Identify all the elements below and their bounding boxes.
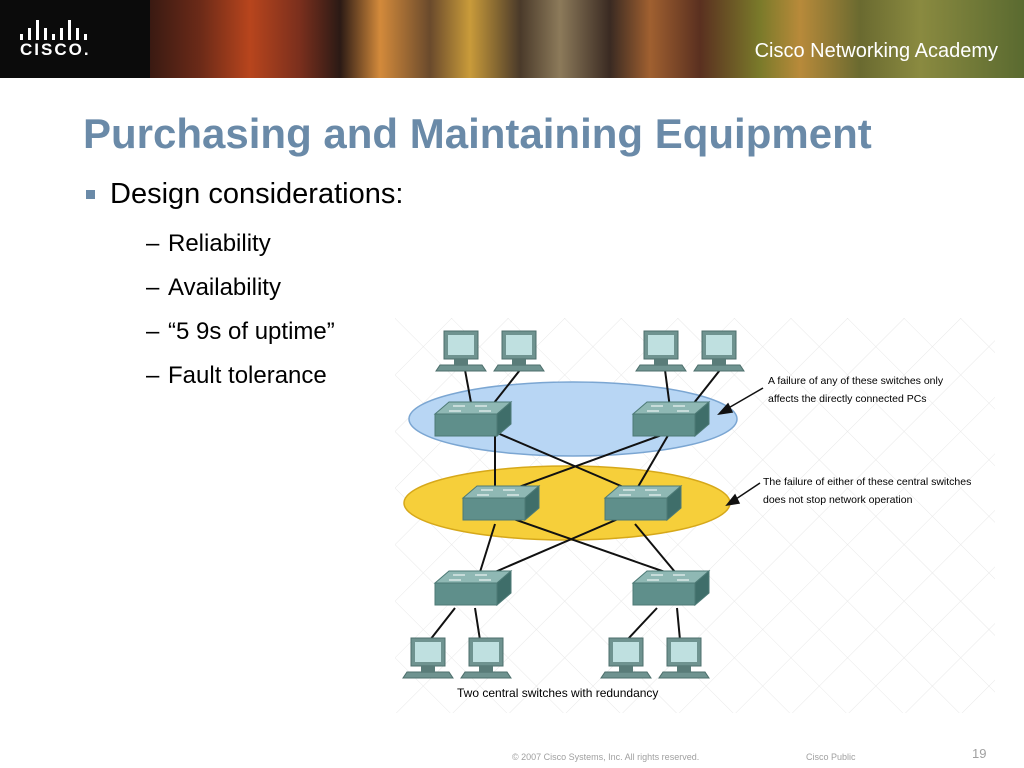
pc-icon <box>693 330 745 372</box>
switch-icon <box>632 401 710 437</box>
switch-icon <box>462 485 540 521</box>
pc-icon <box>635 330 687 372</box>
cisco-logo: CISCO. <box>0 0 130 78</box>
pc-icon <box>435 330 487 372</box>
switch-icon <box>434 401 512 437</box>
pc-icon <box>658 637 710 679</box>
footer-classification: Cisco Public <box>806 752 856 762</box>
switch-icon <box>604 485 682 521</box>
links <box>429 369 721 641</box>
callout-mid-line2: does not stop network operation <box>763 494 913 506</box>
academy-title: Cisco Networking Academy <box>754 40 998 62</box>
cisco-bars-icon <box>20 18 100 40</box>
subbullet-text: Availability <box>168 274 281 301</box>
subbullet-item: –Availability <box>146 274 281 301</box>
slide-title: Purchasing and Maintaining Equipment <box>83 110 872 157</box>
subbullet-item: –Fault tolerance <box>146 362 327 389</box>
subbullet-item: –“5 9s of uptime” <box>146 318 335 345</box>
subbullet-text: Fault tolerance <box>168 362 327 389</box>
callout-arrow-icon <box>717 387 764 507</box>
network-diagram: A failure of any of these switches only … <box>395 318 995 713</box>
subbullet-text: Reliability <box>168 230 271 257</box>
pc-icon <box>402 637 454 679</box>
subbullet-item: –Reliability <box>146 230 271 257</box>
subbullet-text: “5 9s of uptime” <box>168 318 335 345</box>
callout-top-line1: A failure of any of these switches only <box>768 375 944 387</box>
footer-copyright: © 2007 Cisco Systems, Inc. All rights re… <box>512 752 700 762</box>
pc-icon <box>600 637 652 679</box>
switch-icon <box>434 570 512 606</box>
cisco-logo-text: CISCO. <box>20 40 91 59</box>
header-banner: CISCO. Cisco Networking Academy <box>0 0 1024 78</box>
pc-icon <box>493 330 545 372</box>
switch-icon <box>632 570 710 606</box>
bullet-square-icon <box>86 190 95 199</box>
pc-icon <box>460 637 512 679</box>
callout-mid-line1: The failure of either of these central s… <box>763 476 971 488</box>
page-number: 19 <box>972 746 987 761</box>
callout-top-line2: affects the directly connected PCs <box>768 393 927 405</box>
bullet-text: Design considerations: <box>110 178 404 210</box>
diagram-caption: Two central switches with redundancy <box>457 686 658 700</box>
